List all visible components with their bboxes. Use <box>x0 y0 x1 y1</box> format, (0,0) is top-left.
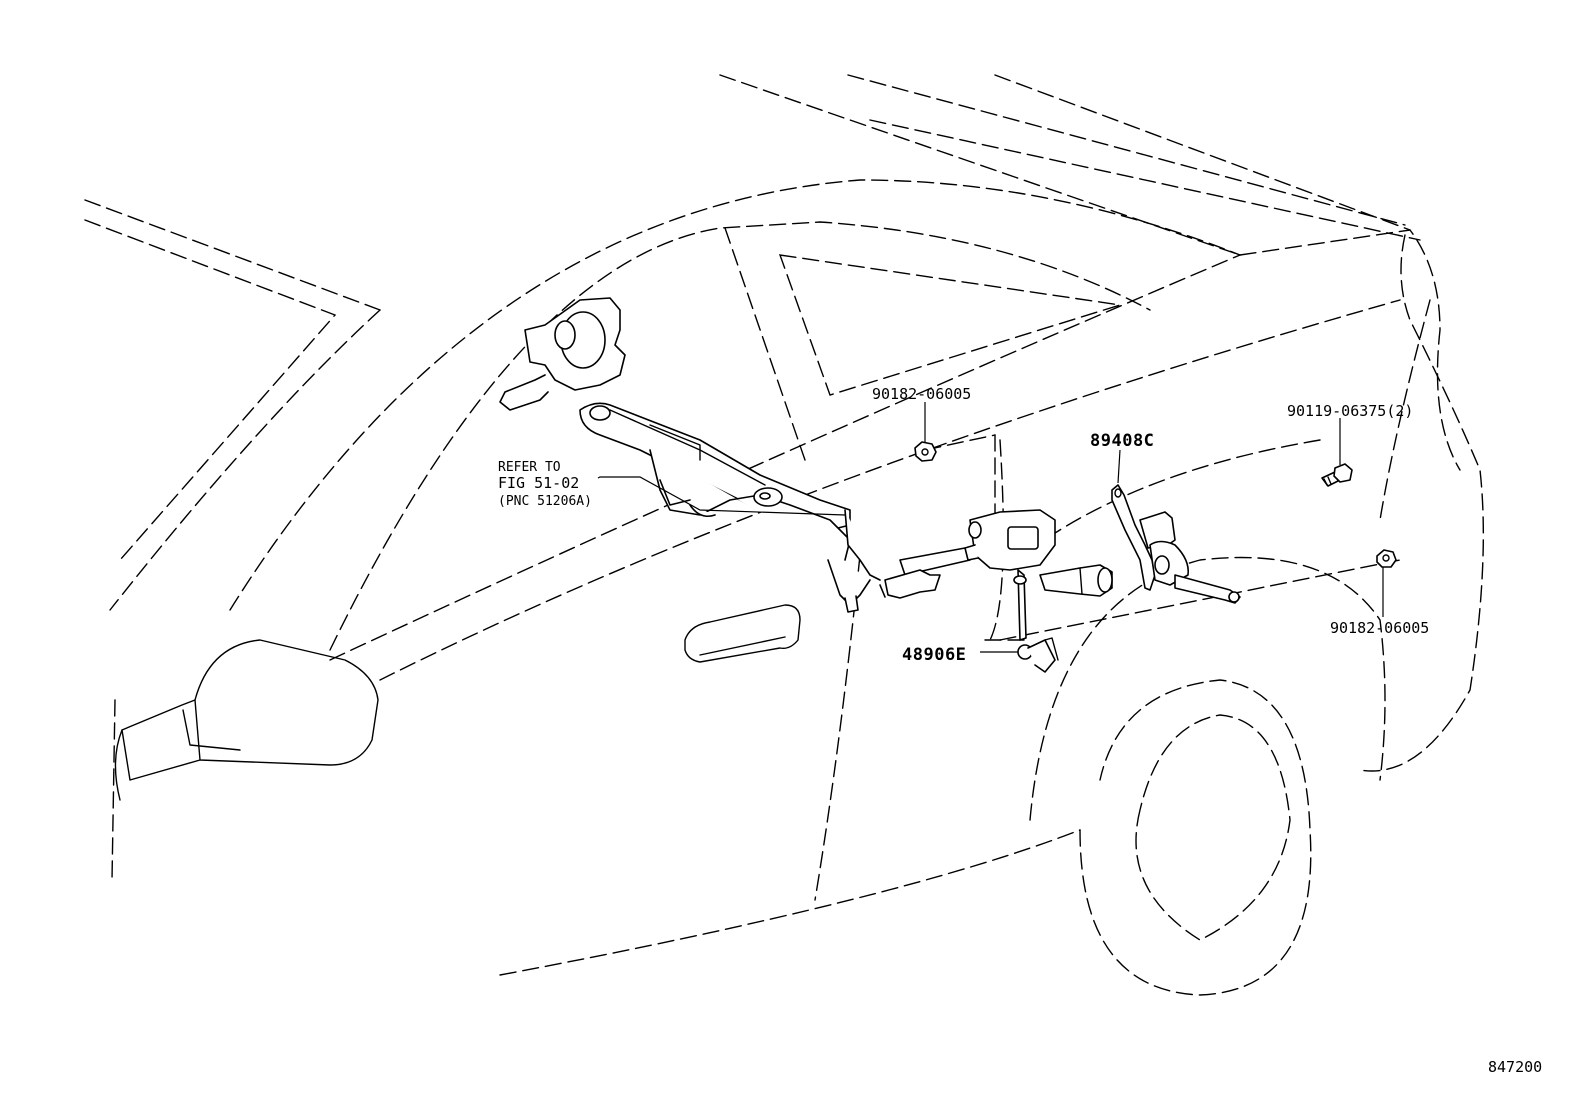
label-sensor[interactable]: 89408C <box>1090 431 1154 451</box>
label-reference-line3[interactable]: (PNC 51206A) <box>498 494 592 509</box>
nut-upper <box>914 441 937 462</box>
label-reference-line1[interactable]: REFER TO <box>498 460 561 475</box>
side-mirror <box>114 639 379 801</box>
height-sensor-link-bracket <box>964 509 1113 673</box>
leader-lines <box>597 402 1384 653</box>
suspension-arm-assembly <box>499 297 971 613</box>
label-nut-upper[interactable]: 90182-06005 <box>872 385 971 403</box>
label-nut-right[interactable]: 90182-06005 <box>1330 619 1429 637</box>
nut-right <box>1376 549 1397 568</box>
label-reference-line2[interactable]: FIG 51-02 <box>498 474 579 492</box>
height-control-sensor <box>1111 484 1241 604</box>
part-labels: 90182-06005 REFER TO FIG 51-02 (PNC 5120… <box>498 385 1542 1076</box>
label-bolt[interactable]: 90119-06375(2) <box>1287 402 1413 420</box>
figure-number: 847200 <box>1488 1058 1542 1076</box>
flange-bolt <box>1321 463 1353 487</box>
car-body-outline <box>84 74 1485 996</box>
door-handle <box>684 604 801 663</box>
label-link[interactable]: 48906E <box>902 645 966 665</box>
